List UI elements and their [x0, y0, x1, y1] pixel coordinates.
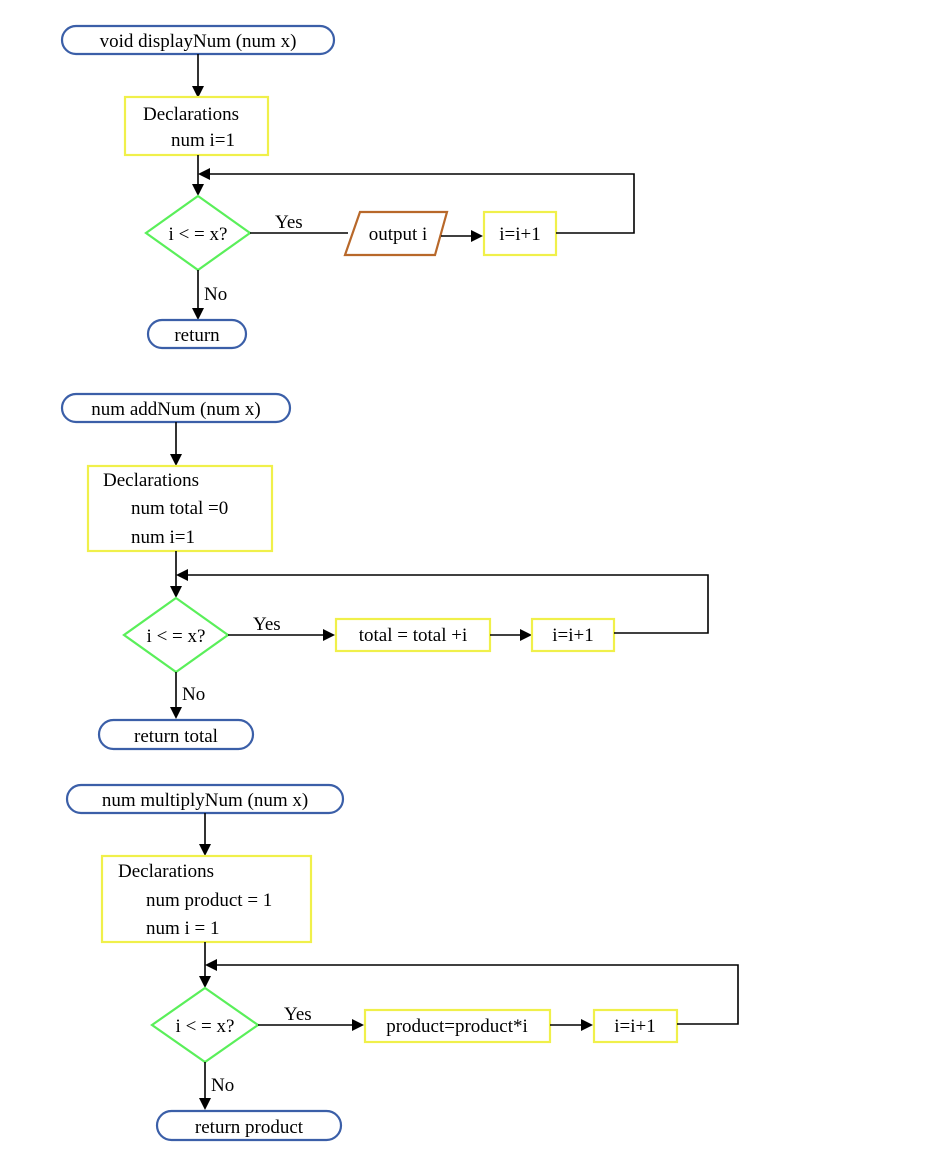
declarations-heading: Declarations	[143, 104, 239, 125]
increment-box: i=i+1	[482, 210, 558, 257]
flow-arrow	[199, 942, 211, 988]
no-branch-arrow	[192, 270, 204, 320]
no-branch-arrow	[170, 672, 182, 719]
increment-box: i=i+1	[592, 1008, 679, 1044]
start-terminal-label: void displayNum (num x)	[100, 31, 297, 52]
yes-branch-arrow	[228, 629, 335, 641]
yes-label: Yes	[253, 614, 281, 635]
increment-box: i=i+1	[530, 617, 616, 653]
flow-arrow	[199, 813, 211, 856]
end-terminal-label: return	[174, 325, 220, 346]
declaration-line: num total =0	[131, 498, 228, 519]
start-terminal-label: num multiplyNum (num x)	[102, 790, 308, 811]
decision-diamond: i < = x?	[144, 194, 252, 272]
declaration-line: num i=1	[171, 130, 235, 151]
no-label: No	[204, 284, 227, 305]
declarations-heading: Declarations	[103, 470, 199, 491]
flow-arrow	[550, 1019, 593, 1031]
no-label: No	[182, 684, 205, 705]
flow-arrow	[170, 551, 182, 598]
declaration-line: num i=1	[131, 527, 195, 548]
flowchart-display-num: void displayNum (num x) Declarations num…	[60, 24, 635, 350]
end-terminal-label: return product	[195, 1117, 304, 1138]
declarations-box: Declarations num i=1	[123, 95, 270, 157]
decision-diamond: i < = x?	[150, 986, 260, 1064]
process-box: product=product*i	[363, 1008, 552, 1044]
declaration-line: num product = 1	[146, 890, 272, 911]
output-label: output i	[369, 224, 428, 245]
decision-condition: i < = x?	[169, 224, 228, 245]
start-terminal: num multiplyNum (num x)	[65, 783, 345, 815]
increment-label: i=i+1	[614, 1016, 656, 1037]
yes-label: Yes	[275, 212, 303, 233]
process-label: total = total +i	[359, 625, 468, 646]
flow-arrow	[192, 54, 204, 98]
process-box: total = total +i	[334, 617, 492, 653]
flowchart-multiply-num: num multiplyNum (num x) Declarations num…	[65, 783, 739, 1142]
no-label: No	[211, 1075, 234, 1096]
flow-arrow	[441, 230, 483, 242]
declarations-box: Declarations num product = 1 num i = 1	[100, 854, 313, 944]
output-parallelogram: output i	[343, 210, 449, 257]
declarations-box: Declarations num total =0 num i=1	[86, 464, 274, 553]
decision-condition: i < = x?	[176, 1016, 235, 1037]
no-branch-arrow	[199, 1062, 211, 1110]
loop-back-arrow	[198, 168, 635, 234]
start-terminal-label: num addNum (num x)	[91, 399, 260, 420]
increment-label: i=i+1	[499, 224, 541, 245]
start-terminal: num addNum (num x)	[60, 392, 292, 424]
end-terminal-label: return total	[134, 726, 218, 747]
declarations-heading: Declarations	[118, 861, 214, 882]
flow-arrow	[490, 629, 532, 641]
loop-back-arrow	[205, 959, 739, 1025]
flow-arrow	[192, 155, 204, 196]
end-terminal: return product	[155, 1109, 343, 1142]
flow-arrow	[170, 422, 182, 466]
yes-label: Yes	[284, 1004, 312, 1025]
end-terminal: return	[146, 318, 248, 350]
flowchart-add-num: num addNum (num x) Declarations num tota…	[60, 392, 709, 751]
loop-back-arrow	[176, 569, 709, 634]
decision-condition: i < = x?	[147, 626, 206, 647]
decision-diamond: i < = x?	[122, 596, 230, 674]
process-label: product=product*i	[386, 1016, 528, 1037]
increment-label: i=i+1	[552, 625, 594, 646]
end-terminal: return total	[97, 718, 255, 751]
yes-branch-arrow	[258, 1019, 364, 1031]
declaration-line: num i = 1	[146, 918, 220, 939]
start-terminal: void displayNum (num x)	[60, 24, 336, 56]
